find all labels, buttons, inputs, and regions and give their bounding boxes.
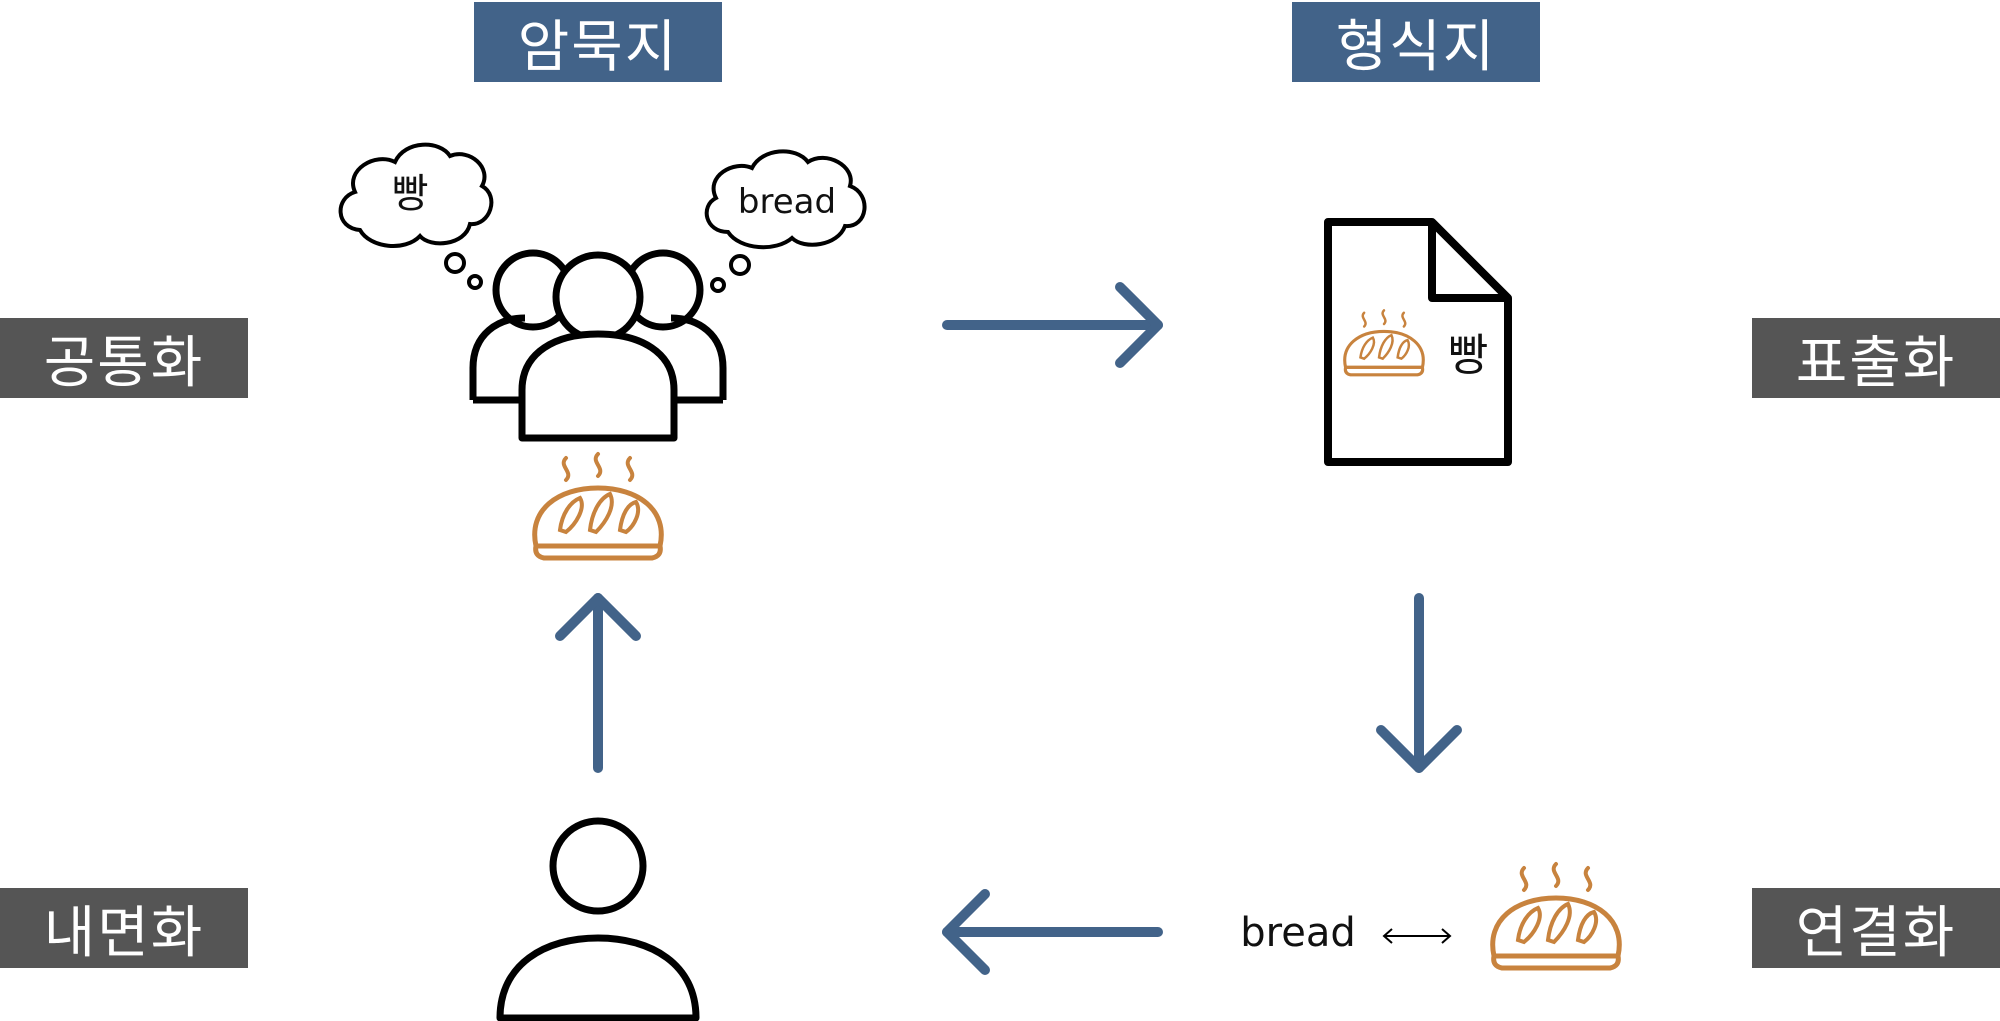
arrow-right [942, 282, 1163, 368]
arrow-left [942, 889, 1163, 975]
people-group-icon [469, 249, 727, 442]
tacit-knowledge-header: 암묵지 [474, 2, 722, 82]
thought-left-text: 빵 [392, 171, 429, 217]
combination-word: bread [1240, 910, 1355, 956]
bread-icon [535, 454, 662, 558]
thought-bubble-icon [338, 142, 494, 290]
bread-icon [1343, 308, 1425, 377]
arrow-down [1376, 593, 1462, 773]
externalization-label: 표출화 [1752, 318, 2000, 398]
double-arrow-icon [1382, 928, 1452, 944]
explicit-knowledge-header: 형식지 [1292, 2, 1540, 82]
arrow-up [555, 593, 641, 773]
document-icon [1324, 218, 1512, 466]
bread-icon [1493, 864, 1620, 968]
person-icon [496, 817, 700, 1021]
socialization-label: 공통화 [0, 318, 248, 398]
thought-right-text: bread [738, 182, 836, 222]
internalization-label: 내면화 [0, 888, 248, 968]
thought-bubble-icon [704, 149, 867, 293]
document-text: 빵 [1448, 330, 1488, 381]
combination-label: 연결화 [1752, 888, 2000, 968]
